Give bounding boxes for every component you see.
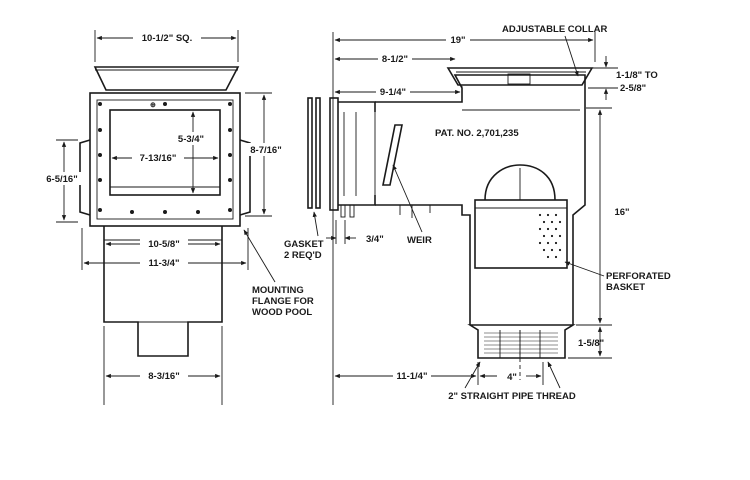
perforated-basket [474,199,568,269]
basket-label-1: PERFORATED [606,271,671,282]
adjustable-collar-label: ADJUSTABLE COLLAR [502,24,608,35]
dim-base-offset: 11-1/4" [397,371,428,382]
side-view: 19" ADJUSTABLE COLLAR 8-1/2" 9-1/4" 1-1/… [284,24,671,405]
dim-inner-width: 10-5/8" [148,239,179,250]
dim-collar-range-2: 2-5/8" [620,83,646,94]
front-lower-body [103,226,223,357]
front-flange-plate [89,92,241,227]
screw-holes [98,102,232,214]
gasket-label-2: 2 REQ'D [284,250,322,261]
weir-flap [382,124,403,186]
dim-collar-range-1: 1-1/8" TO [616,70,658,81]
mounting-flange-label-1: MOUNTING [252,285,304,296]
dim-thread-height: 1-5/8" [578,338,604,349]
dim-opening-height: 5-3/4" [178,134,204,145]
basket-perforations [538,213,562,259]
gasket-label-1: GASKET [284,239,324,250]
dim-pipe-width: 4" [507,372,517,383]
dim-flange-height: 8-7/16" [250,145,281,156]
dim-top-width: 10-1/2" SQ. [142,33,192,44]
adjustable-collar [446,67,594,86]
dim-bottom-width: 8-3/16" [148,371,179,382]
pipe-thread-label: 2" STRAIGHT PIPE THREAD [448,391,576,402]
basket-dome [484,164,556,201]
dim-body-height: 16" [614,207,629,218]
basket-label-2: BASKET [606,282,645,293]
dim-overall-length: 19" [450,35,465,46]
dim-outer-width: 11-3/4" [149,258,180,269]
gasket-plate-2 [315,97,321,209]
dim-gasket-thickness: 3/4" [366,234,384,245]
patent-number: PAT. NO. 2,701,235 [435,128,519,139]
front-view: ⊕ 10-1/2" SQ. 5-3/4" 7-13/16" 8-7/16" 6-… [40,30,314,405]
front-opening [109,109,221,196]
dim-to-collar: 8-1/2" [382,54,408,65]
mounting-flange-label-2: FLANGE FOR [252,296,314,307]
front-collar [93,66,240,91]
svg-text:⊕: ⊕ [150,102,156,109]
mounting-flange-label-3: WOOD POOL [252,307,312,318]
weir-label: WEIR [407,235,432,246]
body-upper [375,74,586,325]
pipe-thread [484,330,558,358]
dim-to-mouth: 9-1/4" [380,87,406,98]
gasket-plate-1 [307,97,313,209]
dim-opening-width: 7-13/16" [140,153,177,164]
dim-left-height: 6-5/16" [46,174,77,185]
